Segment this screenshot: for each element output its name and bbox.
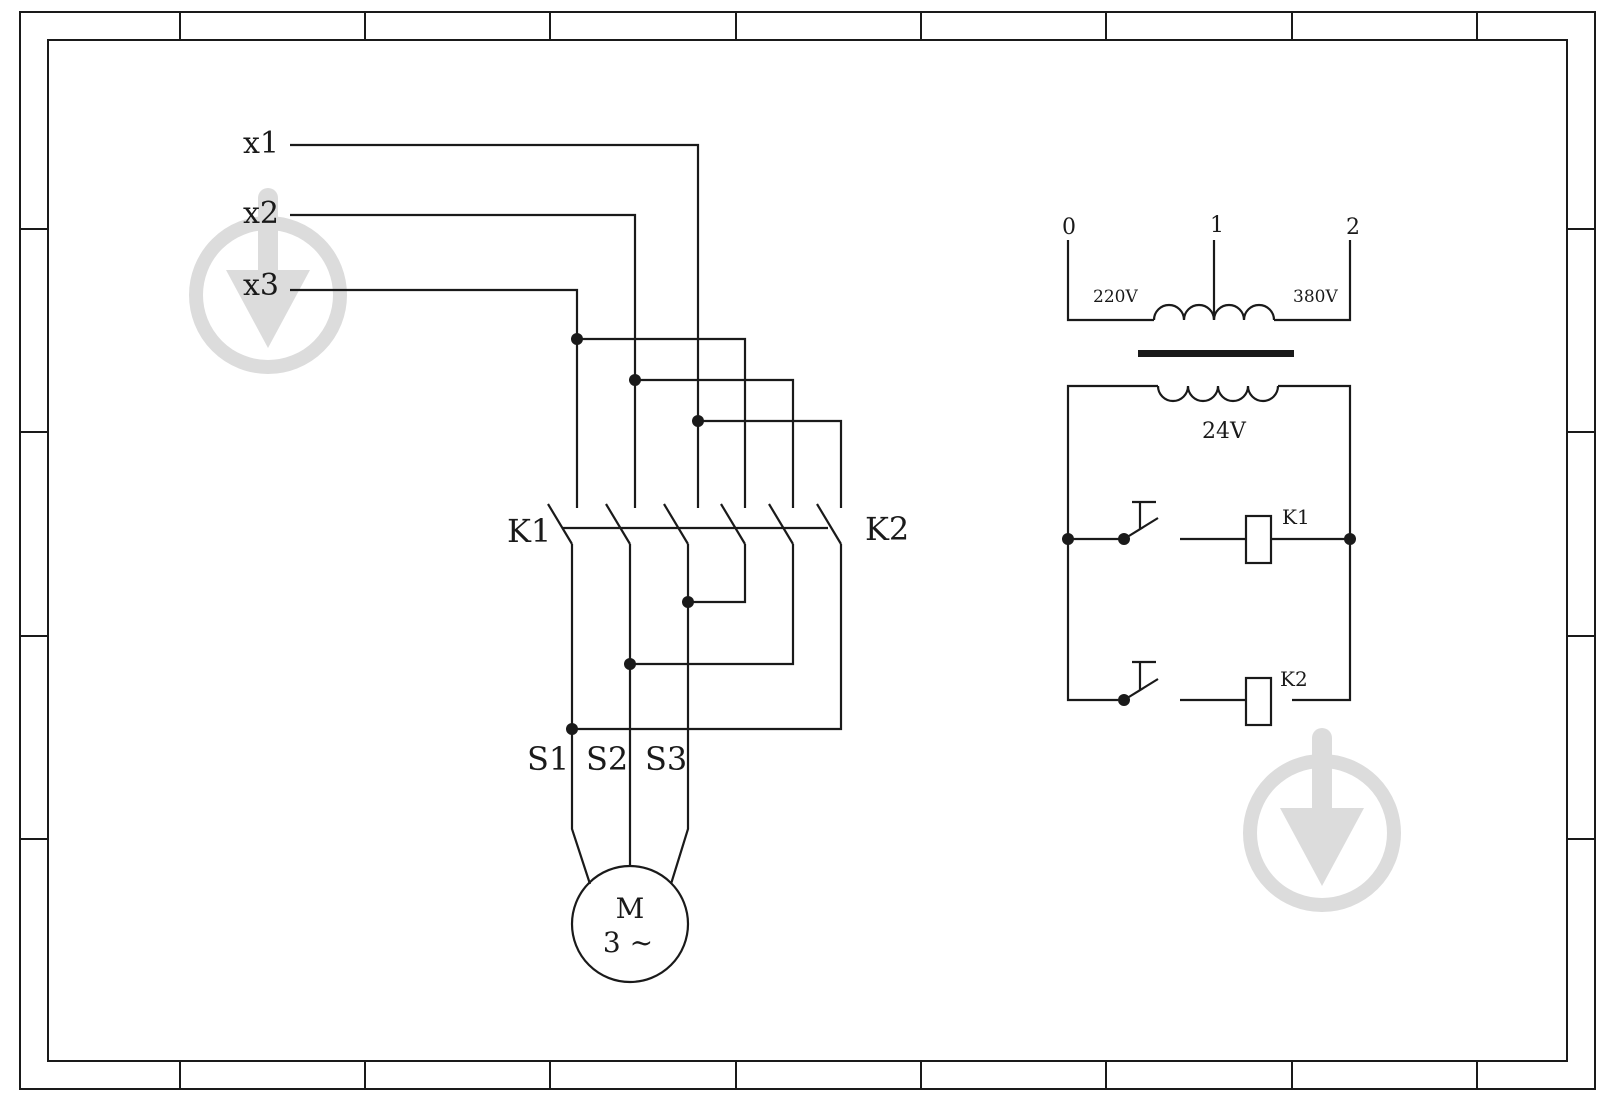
control-circuit: 0 1 2 220V 380V 24V [1062, 213, 1360, 727]
coil-k2 [1244, 676, 1273, 727]
secondary-voltage-label: 24V [1202, 419, 1247, 444]
drawing-frame [19, 11, 1596, 1090]
download-watermark-icon [189, 188, 347, 374]
tap-label-0: 0 [1062, 215, 1076, 240]
k1-contacts [547, 503, 689, 545]
input-label-x1: x1 [243, 126, 279, 161]
junction-dot [629, 374, 641, 386]
k2-output-l2 [630, 544, 795, 666]
push-button-k2 [1123, 660, 1159, 701]
k2-contacts [720, 503, 842, 545]
feed-line-x3 [290, 288, 579, 508]
junction-dot [682, 596, 694, 608]
k2-output-l1 [688, 544, 747, 604]
coil-k1 [1244, 514, 1273, 565]
primary-voltage-left: 220V [1093, 287, 1138, 307]
primary-voltage-right: 380V [1293, 287, 1338, 307]
k2-feed-l2 [635, 378, 795, 508]
input-label-x2: x2 [243, 196, 279, 231]
output-line-s3 [669, 544, 690, 885]
motor-symbol: M 3 ~ [570, 864, 690, 984]
control-rung-k2: K2 [1118, 660, 1308, 727]
k2-output-l3 [572, 544, 843, 731]
tap-label-2: 2 [1346, 215, 1360, 240]
coil-label-k1: K1 [1282, 505, 1310, 529]
junction-dot [692, 415, 704, 427]
output-label-s3: S3 [645, 740, 687, 778]
motor-phase-label: 3 ~ [603, 926, 653, 959]
contactor-label-k1: K1 [507, 512, 551, 550]
output-line-s1 [570, 544, 592, 885]
control-rung-k1: K1 [1062, 500, 1356, 565]
feed-line-x2 [290, 213, 637, 508]
junction-dot [624, 658, 636, 670]
feed-line-x1 [290, 143, 700, 508]
push-button-k1 [1123, 500, 1159, 540]
motor-power-circuit: x1 x2 x3 K1 K2 S1 S2 S3 [243, 126, 909, 984]
transformer-primary [1066, 240, 1352, 322]
motor-label: M [616, 892, 645, 925]
output-label-s2: S2 [586, 740, 628, 778]
input-label-x3: x3 [243, 268, 279, 303]
transformer-core [1138, 350, 1294, 357]
tap-label-1: 1 [1210, 213, 1224, 238]
junction-dot [566, 723, 578, 735]
k2-feed-l3 [577, 337, 747, 508]
junction-dot [571, 333, 583, 345]
contactor-label-k2: K2 [865, 510, 909, 548]
download-watermark-icon [1243, 728, 1401, 912]
coil-label-k2: K2 [1280, 667, 1308, 691]
output-label-s1: S1 [527, 740, 569, 778]
k2-feed-l1 [698, 419, 843, 508]
